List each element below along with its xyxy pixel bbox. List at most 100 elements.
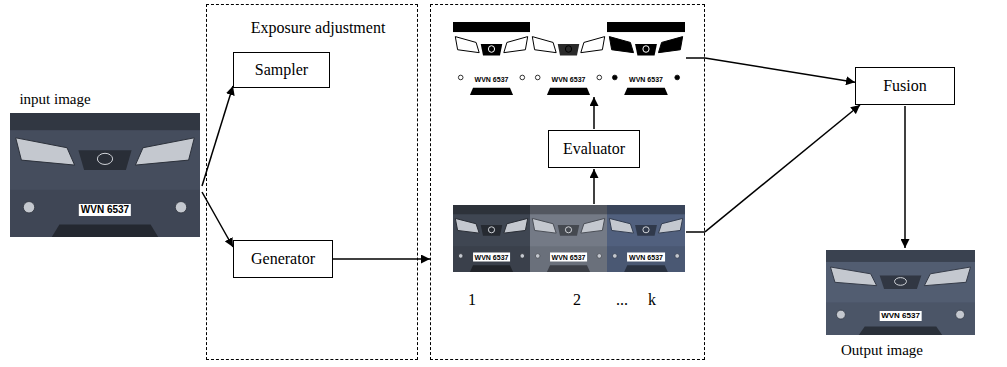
car-photo <box>10 113 200 237</box>
photo-ground <box>607 22 685 95</box>
car-foglight <box>675 254 680 259</box>
image-index: k <box>648 291 656 309</box>
car-headlight <box>16 138 75 165</box>
process-box: Evaluator <box>548 130 640 168</box>
car-grille <box>481 44 503 56</box>
image-index: 2 <box>573 291 581 309</box>
car-headlight <box>455 37 479 53</box>
plate-text: WVN 6537 <box>550 253 588 262</box>
car-headlight <box>658 218 682 233</box>
plate-text: WVN 6537 <box>473 74 511 83</box>
connector-group <box>333 58 860 259</box>
car-foglight <box>597 254 602 259</box>
car-intake <box>547 88 590 95</box>
car-foglight <box>597 75 602 80</box>
car-photo <box>453 22 530 95</box>
box-label: Sampler <box>255 61 308 79</box>
car-intake <box>547 265 590 272</box>
car-grille <box>558 44 580 56</box>
photo-group <box>10 22 975 335</box>
image-index: 1 <box>468 291 476 309</box>
plate-text: WVN 6537 <box>473 253 511 262</box>
car-body <box>453 32 530 67</box>
car-grille <box>635 225 657 236</box>
car-bumper <box>530 247 607 272</box>
plate-text: WVN 6537 <box>879 311 922 321</box>
flow-connector <box>705 58 855 82</box>
car-foglight <box>836 310 845 319</box>
car-headlight <box>609 37 633 53</box>
car-body <box>607 32 685 67</box>
car-photo <box>607 205 685 272</box>
process-box: Sampler <box>233 52 330 88</box>
car-logo <box>895 278 907 286</box>
car-foglight <box>612 254 617 259</box>
car-headlight <box>830 267 876 286</box>
car-intake <box>52 225 158 237</box>
car-bumper <box>607 67 685 95</box>
car-headlight <box>532 218 556 233</box>
car-windshield <box>607 22 685 32</box>
car-windshield <box>453 205 530 214</box>
group-heading: Exposure adjustment <box>251 19 386 37</box>
flow-arrow <box>904 106 906 248</box>
car-foglight <box>535 75 540 80</box>
car-foglight <box>520 75 525 80</box>
car-foglight <box>675 75 680 80</box>
car-intake <box>470 88 513 95</box>
car-photo <box>453 205 530 272</box>
car-body <box>453 214 530 246</box>
plate-text: WVN 6537 <box>79 204 131 216</box>
car-photo <box>826 250 975 335</box>
car-foglight <box>535 254 540 259</box>
car-bumper <box>453 247 530 272</box>
car-grille <box>635 44 657 56</box>
car-foglight <box>956 310 965 319</box>
car-foglight <box>612 75 617 80</box>
car-body <box>10 130 200 190</box>
car-windshield <box>530 22 607 32</box>
car-intake <box>624 88 668 95</box>
car-headlight <box>504 218 528 233</box>
flow-connector <box>333 258 430 260</box>
car-logo <box>97 153 112 164</box>
car-grille <box>78 150 131 170</box>
car-headlight <box>135 138 194 165</box>
car-bumper <box>826 303 975 335</box>
car-headlight <box>924 267 970 286</box>
photo-ground <box>826 250 975 335</box>
car-grille <box>880 276 922 290</box>
car-windshield <box>453 22 530 32</box>
box-label: Evaluator <box>563 140 625 158</box>
dashed-group: Evaluator12...k <box>430 4 705 360</box>
car-foglight <box>23 202 34 213</box>
plate-text: WVN 6537 <box>550 74 588 83</box>
car-intake <box>859 327 942 336</box>
process-box: Fusion <box>855 67 955 105</box>
car-bumper <box>607 247 685 272</box>
car-grille <box>558 225 580 236</box>
car-headlight <box>581 37 605 53</box>
car-bumper <box>10 190 200 237</box>
car-logo <box>643 227 649 233</box>
photo-ground <box>607 205 685 272</box>
car-grille <box>481 225 503 236</box>
car-headlight <box>609 218 633 233</box>
car-headlight <box>532 37 556 53</box>
car-bumper <box>530 67 607 95</box>
car-windshield <box>10 113 200 130</box>
car-logo <box>488 227 494 233</box>
flow-line <box>686 57 705 59</box>
car-headlight <box>504 37 528 53</box>
photo-ground <box>453 205 530 272</box>
photo-ground <box>530 205 607 272</box>
car-intake <box>470 265 513 272</box>
plate-text: WVN 6537 <box>627 253 665 262</box>
car-windshield <box>530 205 607 214</box>
flow-line <box>686 231 705 233</box>
flow-arrow <box>593 97 595 129</box>
car-bumper <box>453 67 530 95</box>
car-intake <box>624 265 668 272</box>
